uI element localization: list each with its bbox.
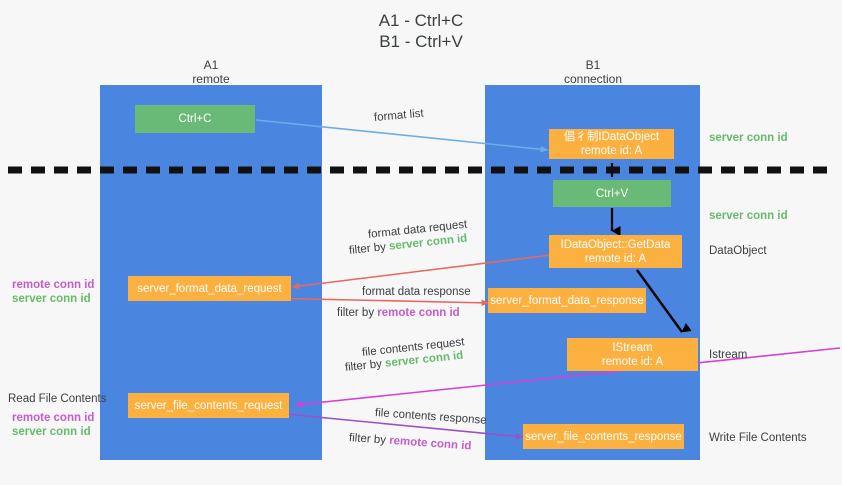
left-label-format-server-conn-id: server conn id: [12, 293, 91, 305]
box-server-file-contents-response-label: server_file_contents_response: [525, 430, 682, 443]
box-server-format-data-request-label: server_format_data_request: [137, 282, 282, 295]
right-label-dataobject: DataObject: [709, 245, 767, 257]
box-server-format-data-response[interactable]: server_format_data_response: [488, 288, 646, 313]
left-label-file-remote-conn-id: remote conn id: [12, 412, 95, 424]
lane-header-b1: B1 connection: [533, 58, 653, 86]
box-ctrl-v[interactable]: Ctrl+V: [553, 180, 671, 207]
box-server-file-contents-request[interactable]: server_file_contents_request: [128, 393, 289, 418]
box-clipboard-dataobject-sub: remote id: A: [580, 145, 643, 157]
box-getdata-sub: remote id: A: [584, 252, 647, 265]
filter-value: remote conn id: [388, 434, 472, 453]
edge-label-file-contents-response: file contents response: [374, 407, 488, 427]
box-ctrl-v-label: Ctrl+V: [595, 187, 629, 200]
box-server-file-contents-request-label: server_file_contents_request: [134, 399, 283, 412]
edge-label-format-data-response: format data response: [362, 286, 471, 298]
left-label-file-server-conn-id: server conn id: [12, 426, 91, 438]
lane-header-a1: A1 remote: [151, 58, 271, 86]
right-label-server-conn-id-top: server conn id: [709, 132, 788, 144]
box-getdata[interactable]: IDataObject::GetData remote id: A: [549, 235, 682, 268]
left-label-read-file-contents: Read File Contents: [8, 393, 107, 405]
right-label-server-conn-id-mid: server conn id: [709, 210, 788, 222]
left-label-format-remote-conn-id: remote conn id: [12, 279, 95, 291]
box-clipboard-dataobject[interactable]: 倡彳制IDataObject remote id: A: [549, 129, 674, 159]
box-istream[interactable]: IStream remote id: A: [567, 338, 698, 371]
filter-prefix: filter by: [348, 240, 390, 257]
lane-b1-role: connection: [563, 72, 623, 86]
lane-b1-name: B1: [585, 58, 601, 72]
edge-label-file-contents-response-filter: filter by remote conn id: [348, 430, 472, 455]
box-istream-sub: remote id: A: [601, 355, 664, 368]
box-server-format-data-response-label: server_format_data_response: [490, 294, 644, 307]
box-ctrl-c[interactable]: Ctrl+C: [135, 105, 255, 133]
box-getdata-label: IDataObject::GetData: [560, 238, 671, 251]
edge-label-format-data-response-filter: filter by remote conn id: [337, 305, 460, 321]
page-title: A1 - Ctrl+C B1 - Ctrl+V: [378, 11, 464, 51]
box-server-file-contents-response[interactable]: server_file_contents_response: [523, 424, 684, 449]
right-label-write-file-contents: Write File Contents: [709, 432, 807, 444]
box-server-format-data-request[interactable]: server_format_data_request: [128, 276, 291, 301]
box-istream-label: IStream: [612, 341, 653, 354]
edge-label-format-list: format list: [373, 107, 425, 124]
filter-prefix: filter by: [348, 432, 390, 447]
filter-prefix: filter by: [344, 357, 386, 374]
box-clipboard-dataobject-label: 倡彳制IDataObject: [563, 131, 660, 143]
lane-a1-role: remote: [192, 72, 230, 86]
filter-prefix: filter by: [337, 307, 378, 319]
filter-value: remote conn id: [377, 307, 460, 319]
right-label-istream: Istream: [709, 349, 748, 361]
box-ctrl-c-label: Ctrl+C: [178, 113, 212, 125]
lane-a1-name: A1: [203, 58, 219, 72]
